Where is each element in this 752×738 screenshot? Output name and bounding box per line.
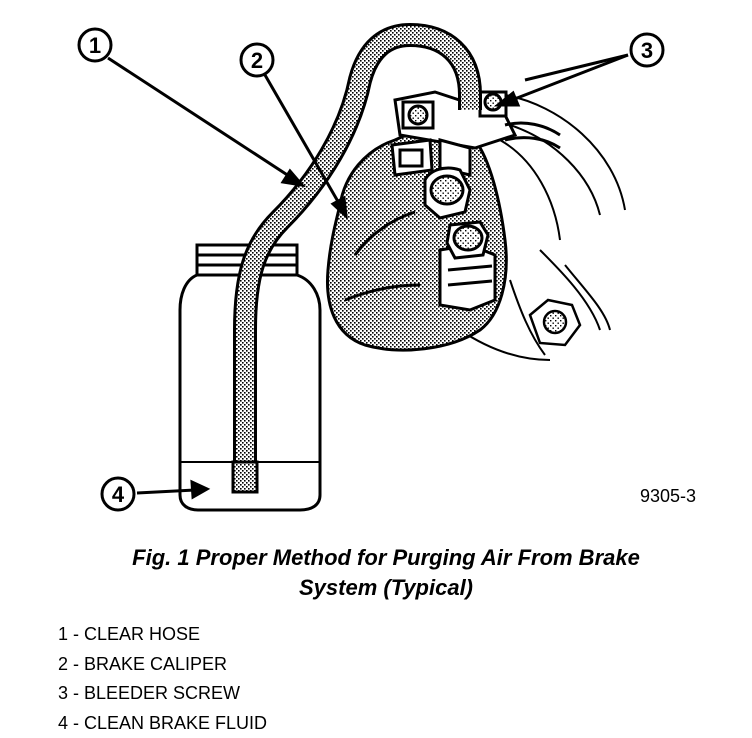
legend-item: 4 - CLEAN BRAKE FLUID bbox=[58, 712, 268, 733]
mounting-bolt bbox=[528, 298, 582, 347]
caption-line-1: Fig. 1 Proper Method for Purging Air Fro… bbox=[132, 545, 640, 570]
caliper-fittings bbox=[390, 138, 497, 312]
legend-item: 2 - BRAKE CALIPER bbox=[58, 653, 228, 674]
brake-bleeding-diagram: 1 2 3 4 9305-3 bbox=[77, 22, 696, 512]
legend-list: 1 - CLEAR HOSE 2 - BRAKE CALIPER 3 - BLE… bbox=[58, 620, 267, 738]
callout-2-label: 2 bbox=[251, 48, 263, 73]
callout-4: 4 bbox=[100, 476, 136, 512]
callout-1-label: 1 bbox=[89, 33, 101, 58]
figure-caption: Fig. 1 Proper Method for Purging Air Fro… bbox=[0, 543, 752, 603]
legend-item: 1 - CLEAR HOSE bbox=[58, 624, 201, 644]
callout-3-label: 3 bbox=[641, 38, 653, 63]
callout-1: 1 bbox=[77, 27, 113, 63]
clear-hose bbox=[231, 22, 482, 494]
legend-item: 3 - BLEEDER SCREW bbox=[58, 683, 241, 703]
callout-4-label: 4 bbox=[112, 482, 125, 507]
caption-line-2: System (Typical) bbox=[298, 575, 474, 600]
figure-id: 9305-3 bbox=[640, 486, 696, 506]
callout-2: 2 bbox=[239, 42, 275, 78]
leader-lines bbox=[107, 53, 629, 500]
callout-3: 3 bbox=[629, 32, 665, 68]
